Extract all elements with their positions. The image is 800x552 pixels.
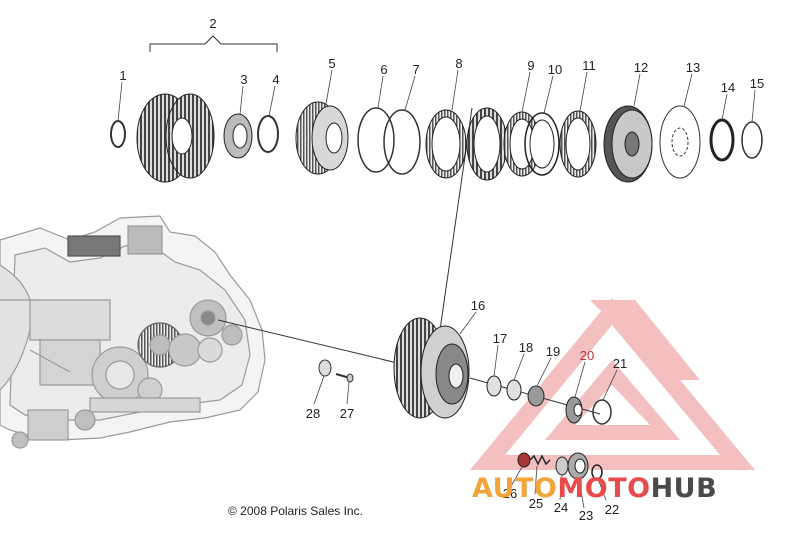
callout-15: 15	[750, 76, 764, 91]
part-12-pressure-plate	[603, 105, 653, 183]
copyright-text: © 2008 Polaris Sales Inc.	[228, 504, 363, 518]
callout-25: 25	[529, 496, 543, 511]
callout-4: 4	[272, 72, 279, 87]
part-27-bolt	[335, 373, 354, 383]
callout-17: 17	[493, 331, 507, 346]
part-2-drive-gear	[136, 93, 215, 183]
leader-lines	[117, 69, 756, 509]
watermark-part-auto: AUTO	[472, 473, 557, 504]
callout-19: 19	[546, 344, 560, 359]
part-21-snap-ring	[592, 399, 612, 425]
callout-16: 16	[471, 298, 485, 313]
callout-13: 13	[686, 60, 700, 75]
part-3-bearing	[223, 113, 253, 159]
part-4-retaining-ring	[257, 115, 279, 153]
callout-23: 23	[579, 508, 593, 523]
callout-26: 26	[503, 486, 517, 501]
callout-9: 9	[527, 58, 534, 73]
watermark-part-hub: HUB	[651, 473, 718, 504]
callout-27: 27	[340, 406, 354, 421]
part-5-sprag-clutch	[295, 101, 349, 175]
callout-24: 24	[554, 500, 568, 515]
part-8-friction-plate	[425, 109, 467, 179]
part-11-steel-plate	[559, 110, 597, 178]
callout-10: 10	[548, 62, 562, 77]
part-26-plunger	[517, 452, 531, 468]
callout-6: 6	[380, 62, 387, 77]
watermark-part-moto: MOTO	[557, 473, 650, 504]
clutch-plate-pack	[466, 107, 508, 181]
part-10-friction-plate	[524, 112, 560, 176]
part-16-clutch-basket	[393, 317, 470, 419]
callout-1: 1	[119, 68, 126, 83]
callout-11: 11	[582, 58, 596, 73]
part-20-bearing	[565, 396, 583, 424]
callout-2: 2	[209, 16, 216, 31]
part-25-spring	[529, 454, 551, 466]
part-6-wire-ring	[357, 107, 395, 173]
part-17-washer	[486, 375, 502, 397]
callout-8: 8	[455, 56, 462, 71]
part-28-washer	[318, 359, 332, 377]
engine-case-drawing-icon	[0, 215, 266, 449]
part-23-seal	[567, 452, 589, 480]
part-2-bracket	[149, 35, 278, 52]
callout-5: 5	[328, 56, 335, 71]
callout-7: 7	[412, 62, 419, 77]
part-15-snap-ring	[741, 121, 763, 159]
callout-18: 18	[519, 340, 533, 355]
part-13-spring-plate	[659, 105, 701, 179]
watermark-brand: AUTOMOTOHUB	[472, 473, 717, 504]
part-7-wire-ring	[383, 109, 421, 175]
callout-22: 22	[605, 502, 619, 517]
part-22-o-ring	[591, 464, 603, 480]
callout-28: 28	[306, 406, 320, 421]
callout-labels: 1 2 3 4 5 6 7 8 9 10 11 12 13 14 15 16 1…	[119, 16, 764, 523]
part-1-snap-ring	[110, 120, 126, 148]
callout-14: 14	[721, 80, 735, 95]
callout-3: 3	[240, 72, 247, 87]
part-19-nut	[527, 385, 545, 407]
callout-20: 20	[580, 348, 594, 363]
callout-12: 12	[634, 60, 648, 75]
part-18-washer	[506, 379, 522, 401]
callout-21: 21	[613, 356, 627, 371]
part-14-thrust-ring	[709, 118, 735, 162]
